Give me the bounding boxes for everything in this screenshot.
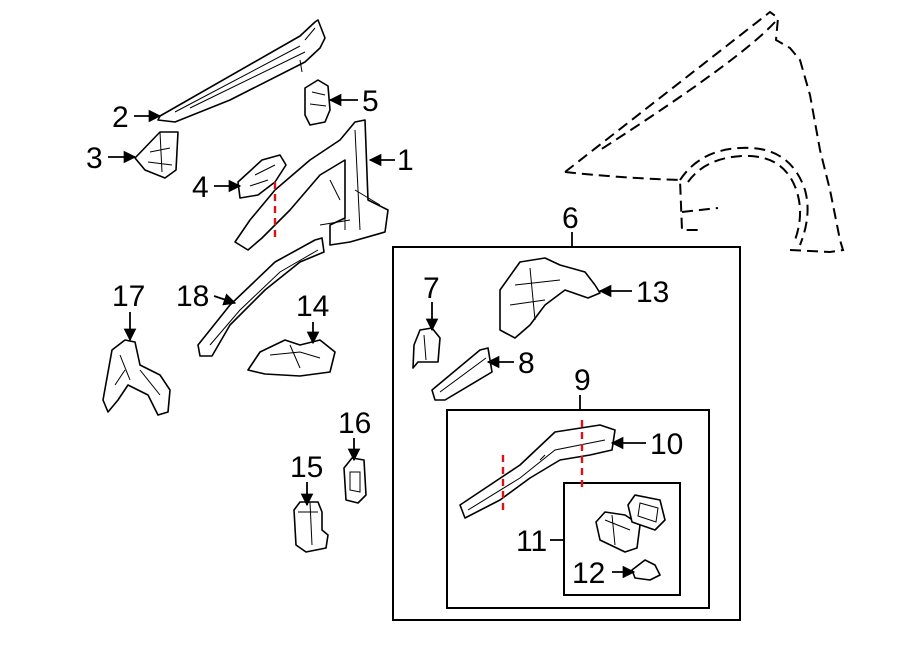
callout-7: 7 bbox=[423, 272, 440, 305]
callout-17: 17 bbox=[112, 280, 145, 313]
part-14-plate bbox=[247, 339, 336, 377]
part-3-gusset bbox=[134, 131, 179, 179]
callout-14: 14 bbox=[296, 290, 329, 323]
part-17-bracket bbox=[102, 339, 171, 416]
callout-12: 12 bbox=[572, 557, 605, 590]
part-16-cover bbox=[343, 457, 367, 504]
part-1-apron bbox=[234, 119, 389, 251]
fender-outline bbox=[564, 10, 845, 254]
callout-13: 13 bbox=[636, 276, 669, 309]
callout-9: 9 bbox=[574, 364, 591, 397]
part-12-clip bbox=[631, 559, 661, 581]
callout-5: 5 bbox=[362, 85, 379, 118]
callout-8: 8 bbox=[518, 347, 535, 380]
group-box-11 bbox=[563, 482, 681, 596]
leader-18 bbox=[213, 293, 237, 306]
callout-16: 16 bbox=[338, 407, 371, 440]
part-7-bracket bbox=[412, 327, 441, 369]
part-8-rail bbox=[431, 347, 493, 401]
group-box-6 bbox=[392, 246, 741, 621]
part-11-cap bbox=[627, 494, 666, 531]
callout-1: 1 bbox=[397, 144, 414, 177]
callout-6: 6 bbox=[562, 202, 579, 235]
callout-10: 10 bbox=[650, 428, 683, 461]
part-18-long-rail bbox=[197, 237, 325, 357]
part-2-upper-rail bbox=[157, 19, 326, 123]
callout-4: 4 bbox=[192, 171, 209, 204]
part-13-wheelhouse bbox=[499, 257, 601, 339]
part-11-bracket bbox=[595, 511, 641, 553]
part-15-duct bbox=[293, 501, 329, 553]
part-5-bracket bbox=[304, 79, 331, 126]
callout-18: 18 bbox=[176, 280, 209, 313]
part-10-frame-rail bbox=[459, 424, 616, 519]
group-box-9 bbox=[446, 409, 710, 609]
callout-3: 3 bbox=[86, 142, 103, 175]
callout-11: 11 bbox=[516, 525, 547, 558]
callout-2: 2 bbox=[112, 101, 129, 134]
callout-15: 15 bbox=[290, 451, 323, 484]
part-4-reinforcement bbox=[237, 154, 287, 199]
